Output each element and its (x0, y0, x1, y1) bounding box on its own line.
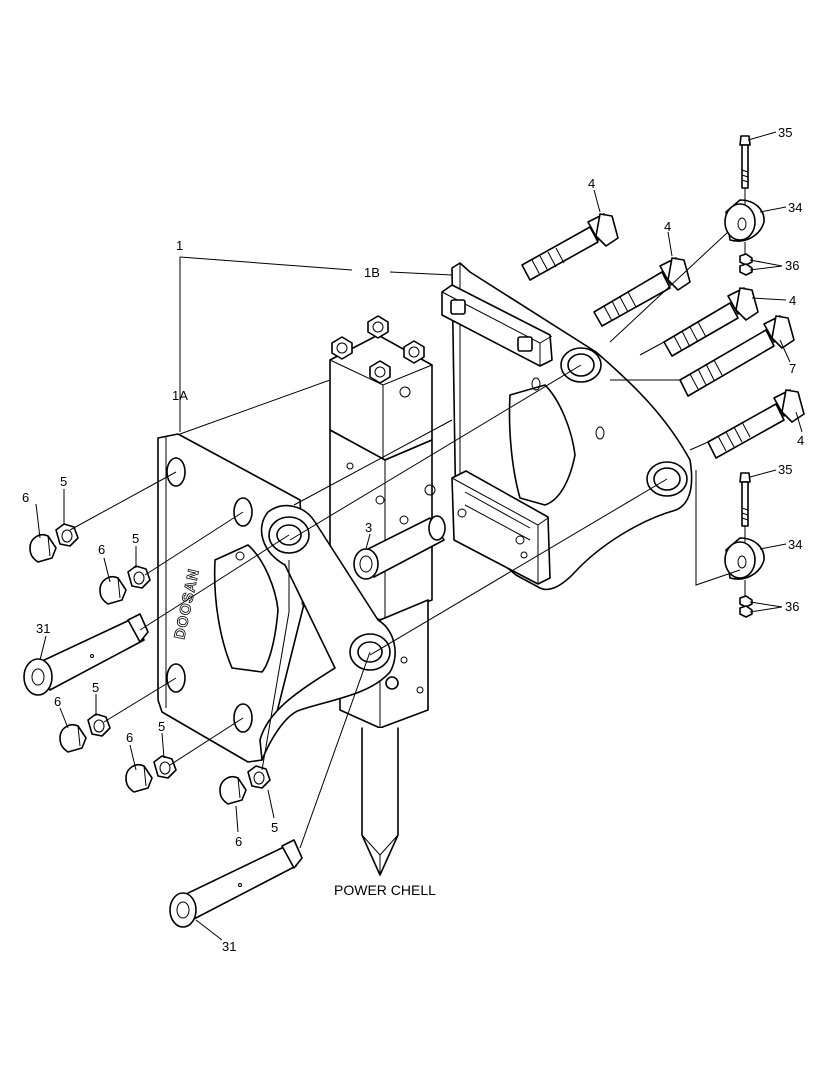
callout-34-bottom: 34 (788, 537, 802, 552)
callout-5-a: 5 (60, 474, 67, 489)
callout-4-bottom: 4 (797, 433, 804, 448)
pin-31-lower (169, 839, 303, 928)
washer-nut-5-e (247, 765, 271, 789)
diagram-caption: POWER CHELL (334, 882, 436, 898)
callout-4-second: 4 (664, 219, 671, 234)
callout-4-top: 4 (588, 176, 595, 191)
pin-3 (353, 515, 446, 580)
callout-31-upper: 31 (36, 621, 50, 636)
chisel-tool (361, 727, 399, 876)
callout-5-b: 5 (132, 531, 139, 546)
callout-pointer-lines (35, 131, 803, 941)
callout-5-c: 5 (92, 680, 99, 695)
callout-4-third: 4 (789, 293, 796, 308)
assembly-leader-lines (69, 188, 746, 849)
cap-nut-6-b (99, 575, 127, 605)
bolt-4-top (521, 213, 619, 281)
hex-bolt-35-bottom (739, 472, 751, 527)
callout-31-lower: 31 (222, 939, 236, 954)
lower-cross-beam (451, 470, 551, 585)
cap-nut-6-d (125, 763, 153, 793)
callout-35-top: 35 (778, 125, 792, 140)
callout-6-b: 6 (98, 542, 105, 557)
bolt-4-third (663, 287, 759, 357)
clamp-block-34-top (724, 199, 765, 242)
callout-36-bottom: 36 (785, 599, 799, 614)
callout-3: 3 (365, 520, 372, 535)
hex-bolt-35-top (739, 135, 751, 189)
washer-nut-5-c (87, 713, 111, 737)
cap-nut-6-e (219, 775, 247, 805)
callout-35-bottom: 35 (778, 462, 792, 477)
callout-7: 7 (789, 361, 796, 376)
callout-6-d: 6 (126, 730, 133, 745)
callout-36-top: 36 (785, 258, 799, 273)
breaker-head-bolts (331, 315, 425, 384)
pin-31-upper (23, 613, 149, 696)
callout-5-e: 5 (271, 820, 278, 835)
callout-1b: 1B (364, 265, 380, 280)
callout-1: 1 (176, 238, 183, 253)
bolt-4-bottom (707, 389, 805, 459)
callout-6-e: 6 (235, 834, 242, 849)
callout-labels: 1 1A 1B 3 4 4 4 7 4 35 34 36 35 34 36 5 … (22, 125, 804, 954)
callout-6-a: 6 (22, 490, 29, 505)
nuts-36-top (739, 253, 753, 276)
washer-nut-5-b (127, 565, 151, 589)
washer-nut-5-d (153, 755, 177, 779)
callout-34-top: 34 (788, 200, 802, 215)
callout-1a: 1A (172, 388, 188, 403)
cap-nut-6-a (29, 533, 57, 563)
callout-6-c: 6 (54, 694, 61, 709)
nuts-36-bottom (739, 595, 753, 618)
clamp-block-34-bottom (724, 537, 765, 580)
bolt-4-second (593, 257, 691, 327)
callout-5-d: 5 (158, 719, 165, 734)
cap-nut-6-c (59, 723, 87, 753)
upper-cross-beam (441, 284, 553, 367)
bolt-7 (679, 315, 795, 397)
